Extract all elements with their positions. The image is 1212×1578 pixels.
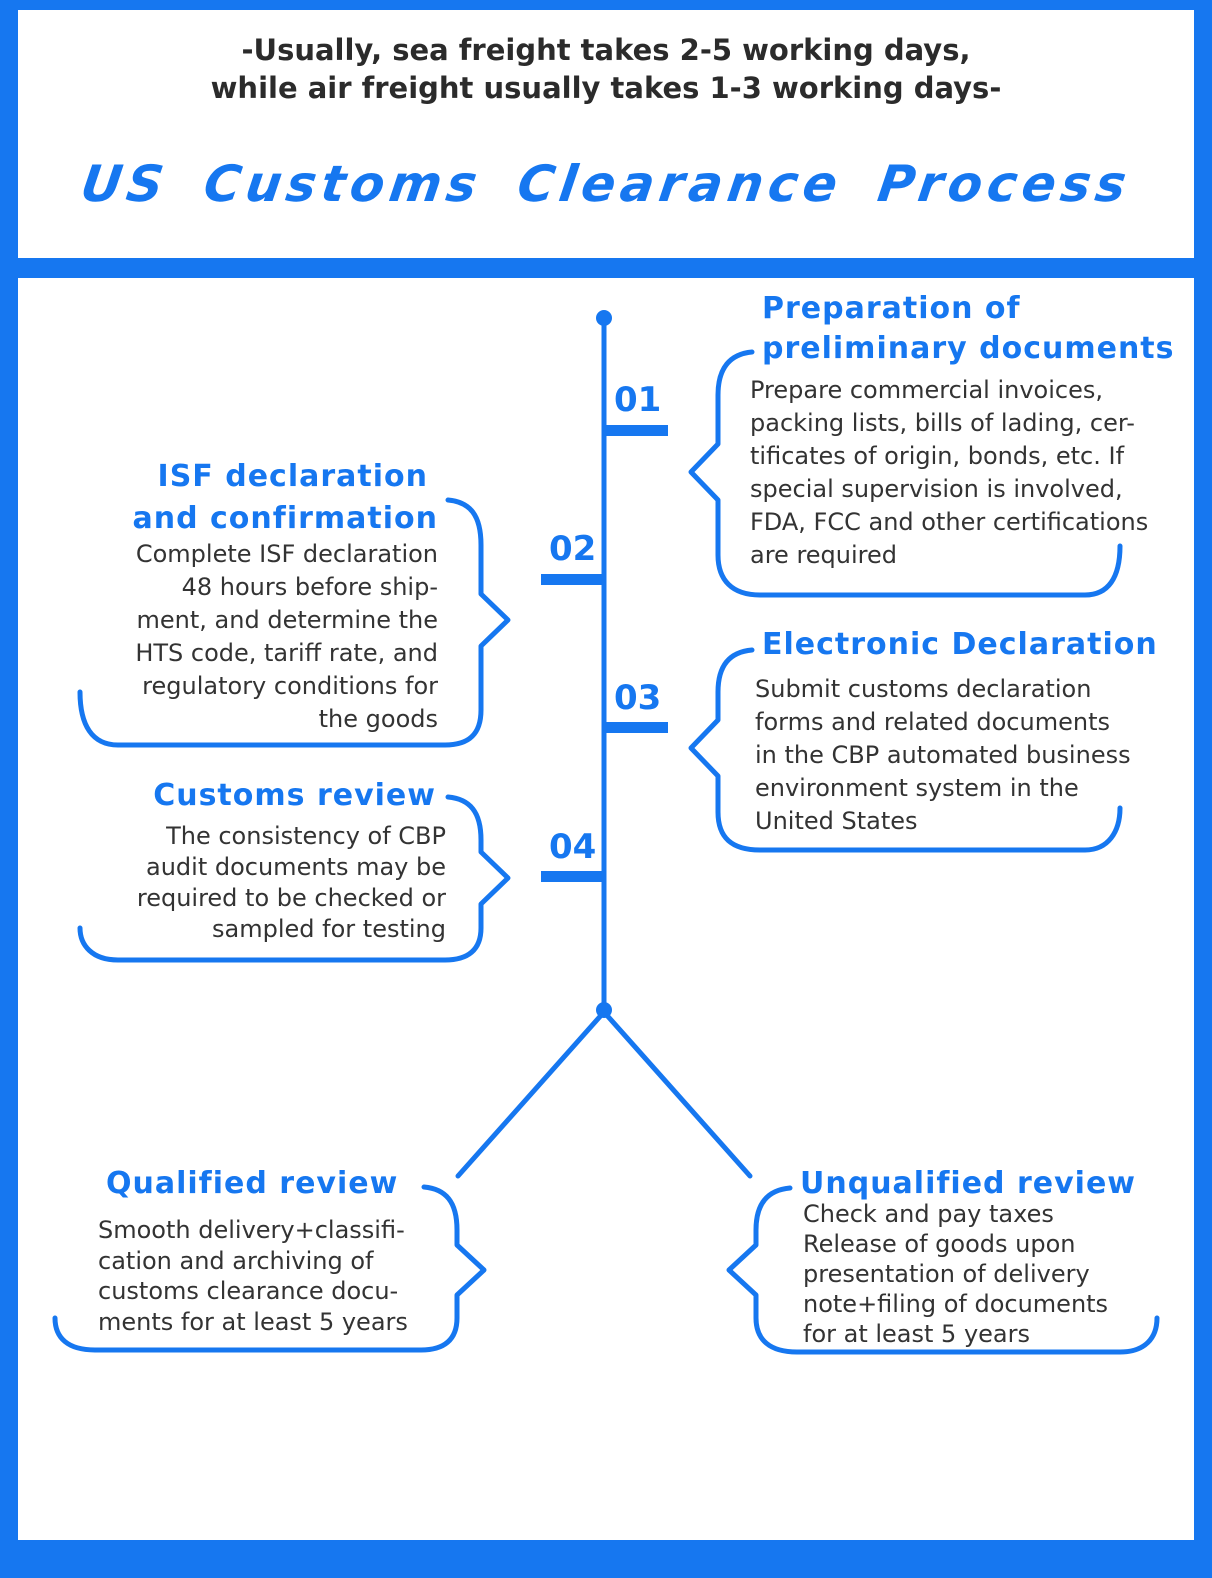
subtitle-line-1: -Usually, sea freight takes 2-5 working …: [241, 33, 971, 67]
unqualified-description: Check and pay taxes Release of goods upo…: [803, 1199, 1183, 1349]
description-line: ment, and determine the: [136, 606, 438, 634]
description-line: The consistency of CBP: [166, 822, 446, 850]
description-line: Complete ISF declaration: [135, 540, 438, 568]
description-line: sampled for testing: [212, 915, 446, 943]
subtitle-line-2: while air freight usually takes 1-3 work…: [210, 71, 1002, 105]
header-panel: [18, 10, 1194, 258]
description-line: Smooth delivery+classifi-: [98, 1216, 405, 1244]
qualified-bracket: [52, 1184, 487, 1353]
step-03-heading: Electronic Declaration: [762, 627, 1158, 662]
branch-right: [601, 1009, 753, 1179]
branch-left: [455, 1009, 607, 1179]
step-04-bracket: [77, 794, 511, 963]
description-line: Submit customs declaration: [755, 675, 1092, 703]
description-line: cation and archiving of: [98, 1246, 374, 1275]
step-01-heading-line-1: Preparation of: [762, 291, 1021, 326]
description-line: Check and pay taxes: [803, 1200, 1054, 1228]
step-03-bracket: [688, 647, 1123, 853]
description-line: 48 hours before ship-: [181, 573, 438, 601]
step-01-bracket: [688, 349, 1123, 598]
description-line: note+filing of documents: [803, 1290, 1109, 1318]
description-line: presentation of delivery: [803, 1260, 1090, 1288]
description-line: regulatory conditions for: [142, 672, 438, 700]
qualified-description: Smooth delivery+classifi- cation and arc…: [98, 1215, 438, 1337]
description-line: the goods: [318, 705, 438, 733]
step-marker-01: [606, 425, 668, 436]
step-marker-04: [541, 871, 603, 882]
description-line: United States: [755, 807, 918, 835]
description-line: required to be checked or: [136, 884, 446, 912]
description-line: tificates of origin, bonds, etc. If: [750, 442, 1125, 470]
description-line: ments for at least 5 years: [98, 1307, 408, 1336]
timeline-bottom-dot: [596, 1002, 612, 1018]
step-01-description: Prepare commercial invoices, packing lis…: [750, 374, 1180, 572]
step-02-heading-line-1: ISF declaration: [157, 459, 428, 494]
step-marker-02: [541, 574, 603, 585]
description-line: Prepare commercial invoices,: [750, 376, 1103, 404]
step-03-description: Submit customs declaration forms and rel…: [755, 673, 1175, 838]
description-line: special supervision is involved,: [750, 475, 1123, 503]
description-line: forms and related documents: [755, 708, 1110, 736]
description-line: audit documents may be: [146, 853, 446, 881]
description-line: HTS code, tariff rate, and: [135, 639, 438, 667]
qualified-heading: Qualified review: [106, 1166, 399, 1201]
description-line: in the CBP automated business: [755, 741, 1131, 769]
step-number-04: 04: [549, 827, 597, 867]
step-number-01: 01: [614, 380, 662, 420]
description-line: customs clearance docu-: [98, 1277, 399, 1305]
description-line: FDA, FCC and other certifications: [750, 508, 1149, 536]
step-number-02: 02: [549, 529, 597, 569]
description-line: environment system in the: [755, 774, 1079, 802]
step-marker-03: [606, 722, 668, 733]
description-line: for at least 5 years: [803, 1320, 1031, 1348]
step-04-heading: Customs review: [153, 778, 436, 813]
step-02-description: Complete ISF declaration 48 hours before…: [60, 538, 438, 736]
step-04-description: The consistency of CBP audit documents m…: [60, 821, 446, 945]
description-line: are required: [750, 541, 897, 569]
step-number-03: 03: [614, 678, 662, 718]
step-01-heading-line-2: preliminary documents: [762, 331, 1175, 366]
description-line: Release of goods upon: [803, 1230, 1076, 1258]
unqualified-heading: Unqualified review: [800, 1166, 1137, 1201]
unqualified-bracket: [726, 1185, 1160, 1355]
step-02-bracket: [77, 497, 511, 748]
step-02-heading-line-2: and confirmation: [132, 501, 438, 536]
description-line: packing lists, bills of lading, cer-: [750, 409, 1135, 437]
timeline-top-dot: [596, 310, 612, 326]
